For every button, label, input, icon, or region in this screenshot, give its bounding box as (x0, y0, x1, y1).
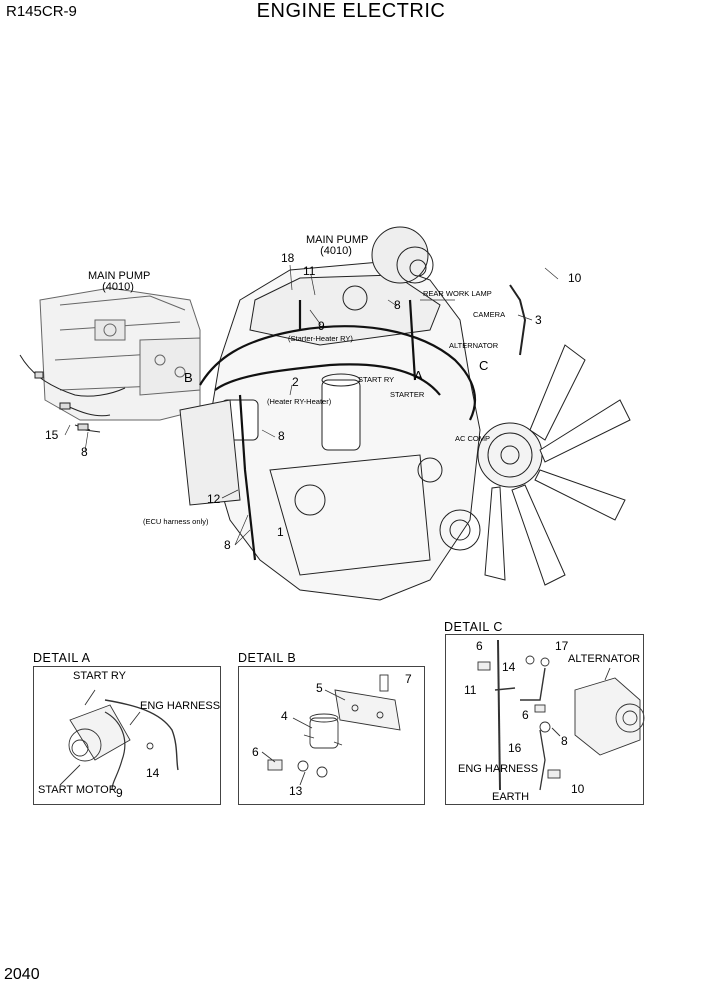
note-heater-ry-heater: (Heater RY-Heater) (267, 397, 332, 406)
callout-3: 3 (535, 313, 542, 327)
callout-1: 1 (277, 525, 284, 539)
model-code: R145CR-9 (6, 3, 77, 20)
detail-c-callout-11: 11 (464, 683, 477, 697)
detail-b-callout-4: 4 (281, 709, 288, 723)
detail-b-title: DETAIL B (238, 651, 297, 665)
engine-block-drawing (179, 226, 481, 601)
callout-9: 9 (318, 319, 325, 333)
detail-a-start-motor: START MOTOR (38, 784, 117, 796)
callout-8-top: 8 (394, 298, 401, 312)
detail-c-callout-6b: 6 (522, 708, 529, 722)
detail-b-callout-13: 13 (289, 784, 303, 798)
detail-b-drawing (261, 674, 401, 786)
detail-c-callout-14: 14 (502, 660, 516, 674)
callout-10: 10 (568, 271, 582, 285)
detail-b-callout-7: 7 (405, 672, 412, 686)
note-alternator: ALTERNATOR (449, 341, 499, 350)
detail-c-eng-harness: ENG HARNESS (458, 763, 539, 775)
detail-c-callout-17: 17 (555, 639, 569, 653)
note-ac-comp: AC COMP (455, 434, 491, 443)
detail-b-callout-6: 6 (252, 745, 259, 759)
callout-8-mid: 8 (278, 429, 285, 443)
note-starter-heater-ry: (Starter-Heater RY) (288, 334, 353, 343)
note-camera: CAMERA (473, 310, 506, 319)
callout-18: 18 (281, 251, 295, 265)
detail-a-frame (33, 666, 221, 805)
page-title: ENGINE ELECTRIC (256, 0, 446, 22)
detail-c-title: DETAIL C (444, 620, 503, 634)
detail-c-frame (445, 634, 644, 805)
callout-15: 15 (45, 428, 59, 442)
callout-11: 11 (303, 264, 316, 278)
note-start-ry: START RY (358, 375, 395, 384)
detail-c-earth: EARTH (492, 791, 530, 803)
detail-b-frame (238, 666, 425, 805)
detail-c-callout-10: 10 (571, 782, 585, 796)
pressure-sensor-harness (19, 354, 126, 433)
callout-8-left: 8 (81, 445, 88, 459)
detail-c-callout-16: 16 (508, 741, 522, 755)
detail-c-callout-6a: 6 (476, 639, 483, 653)
note-rear-work-lamp: REAR WORK LAMP (423, 289, 492, 298)
callout-2: 2 (292, 375, 299, 389)
page-number: 2040 (4, 966, 40, 983)
note-ecu-harness-only: (ECU harness only) (143, 517, 209, 526)
main-pump-top-label: MAIN PUMP (306, 234, 369, 246)
detail-a-callout-9: 9 (116, 786, 123, 800)
main-pump-top-code: (4010) (320, 245, 352, 257)
detail-b-callout-5: 5 (316, 681, 323, 695)
ground-strap-drawing (509, 284, 527, 356)
main-pump-drawing (39, 287, 201, 421)
detail-marker-a: A (414, 368, 423, 383)
main-pump-left-code: (4010) (102, 281, 134, 293)
detail-c-drawing (477, 639, 645, 791)
detail-a-callout-14: 14 (146, 766, 160, 780)
detail-c-alternator: ALTERNATOR (568, 653, 641, 665)
cooling-fan-drawing (477, 344, 631, 586)
callout-12: 12 (207, 492, 221, 506)
detail-a-drawing (59, 689, 179, 791)
callout-8-bottom: 8 (224, 538, 231, 552)
main-pump-left-label: MAIN PUMP (88, 270, 151, 282)
detail-marker-c: C (479, 358, 489, 373)
engine-wire-harness (199, 299, 477, 561)
note-starter: STARTER (390, 390, 425, 399)
detail-a-eng-harness: ENG HARNESS (140, 700, 221, 712)
detail-c-callout-8: 8 (561, 734, 568, 748)
detail-a-start-ry: START RY (73, 670, 126, 682)
detail-a-title: DETAIL A (33, 651, 91, 665)
detail-marker-b: B (184, 370, 193, 385)
